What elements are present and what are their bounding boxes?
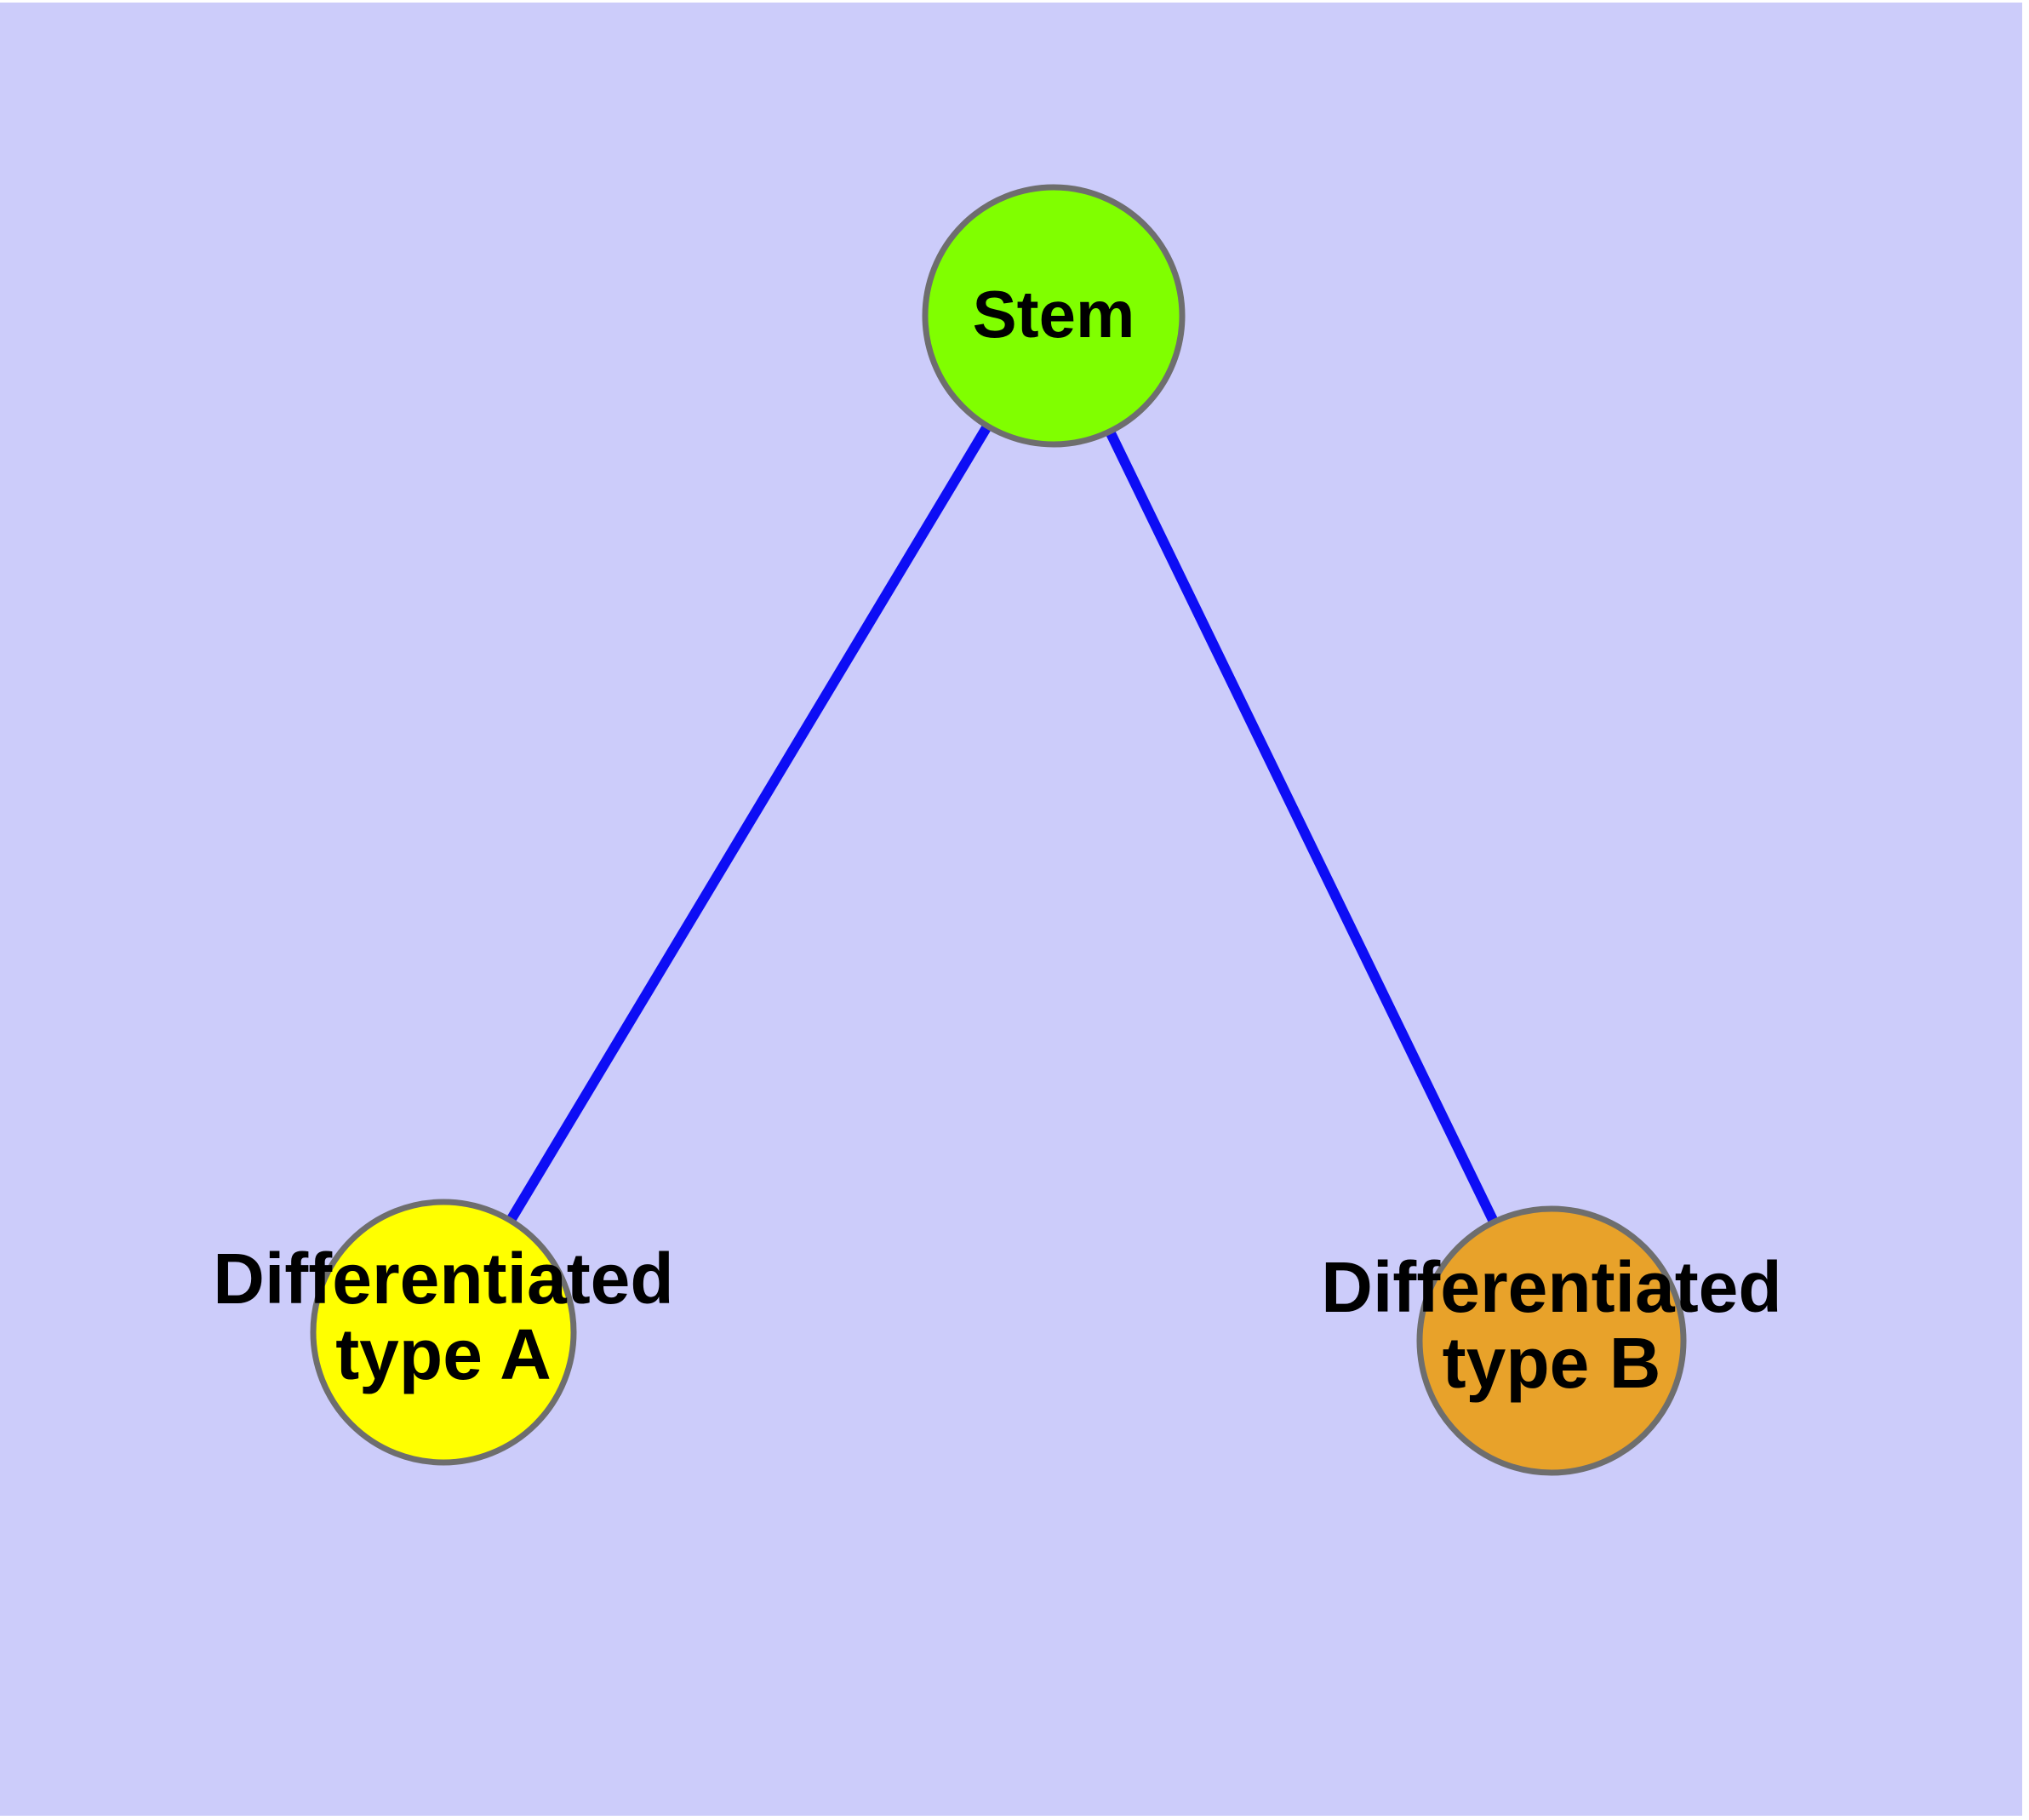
node-differentiated-type-a[interactable] [310, 1199, 577, 1466]
node-differentiated-type-b[interactable] [1416, 1205, 1687, 1476]
node-stem[interactable] [922, 184, 1186, 448]
edge-stem-to-differentiated-type-a[interactable] [438, 312, 1059, 1336]
node-layer [310, 184, 1687, 1476]
edge-stem-to-differentiated-type-b[interactable] [1049, 313, 1557, 1343]
edge-layer [438, 312, 1557, 1343]
